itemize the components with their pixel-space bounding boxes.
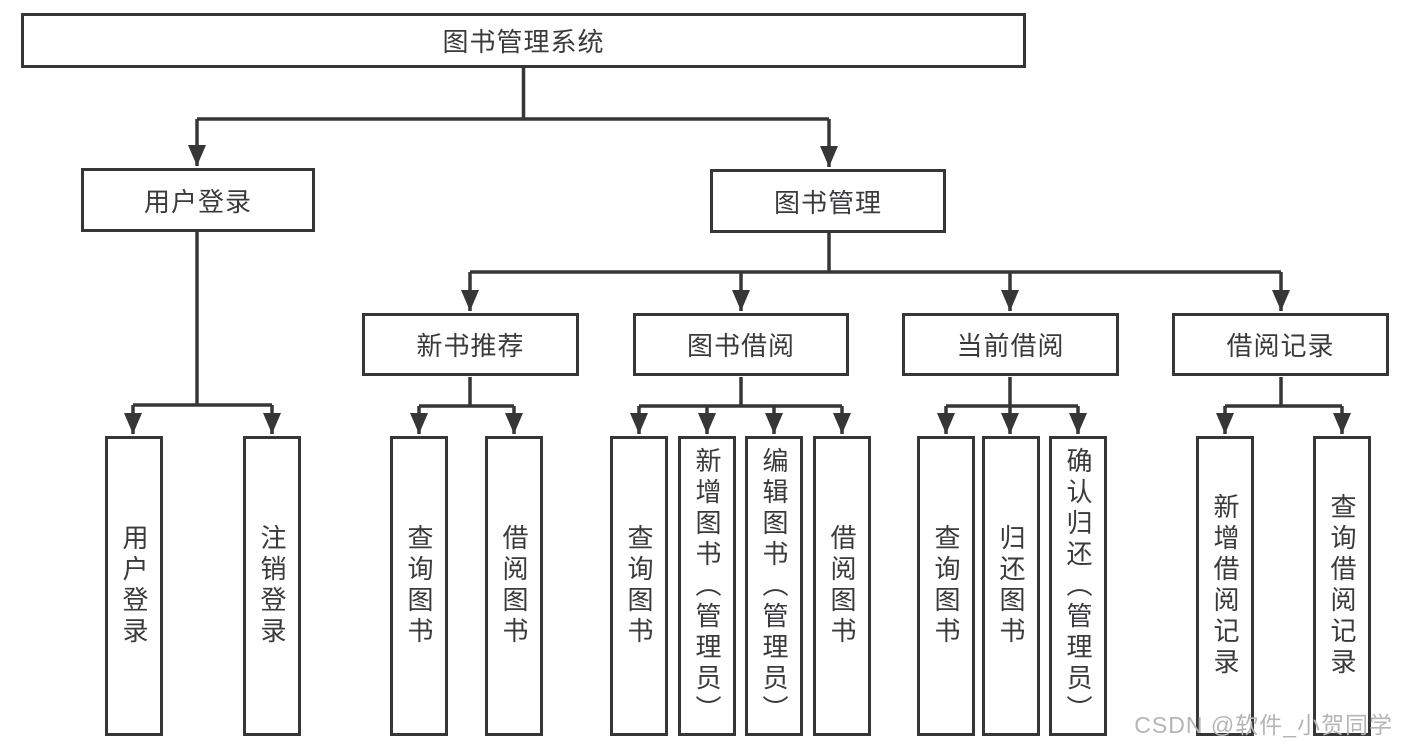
leaf-query-books-3: 查询图书 <box>917 436 975 736</box>
leaf-query-books: 查询图书 <box>390 436 448 736</box>
leaf-add-borrow-record: 新增借阅记录 <box>1196 436 1254 736</box>
node-library-management-system: 图书管理系统 <box>21 13 1026 68</box>
leaf-user-login: 用户登录 <box>105 436 163 736</box>
node-book-borrow: 图书借阅 <box>633 313 849 376</box>
csdn-watermark: CSDN @软件_小贺同学 <box>1134 712 1393 738</box>
leaf-borrow-books-2: 借阅图书 <box>813 436 871 736</box>
leaf-return-books: 归还图书 <box>982 436 1040 736</box>
node-user-login: 用户登录 <box>81 168 315 232</box>
leaf-add-books-admin: 新增图书（管理员） <box>678 436 736 736</box>
leaf-query-borrow-record: 查询借阅记录 <box>1313 436 1371 736</box>
node-borrow-records: 借阅记录 <box>1172 313 1389 376</box>
node-book-management: 图书管理 <box>710 169 946 233</box>
leaf-logout: 注销登录 <box>243 436 301 736</box>
leaf-confirm-return-admin: 确认归还（管理员） <box>1049 436 1107 736</box>
leaf-edit-books-admin: 编辑图书（管理员） <box>745 436 803 736</box>
node-new-book-recommend: 新书推荐 <box>362 313 579 376</box>
node-current-borrow: 当前借阅 <box>902 313 1119 376</box>
leaf-borrow-books: 借阅图书 <box>485 436 543 736</box>
leaf-query-books-2: 查询图书 <box>610 436 668 736</box>
